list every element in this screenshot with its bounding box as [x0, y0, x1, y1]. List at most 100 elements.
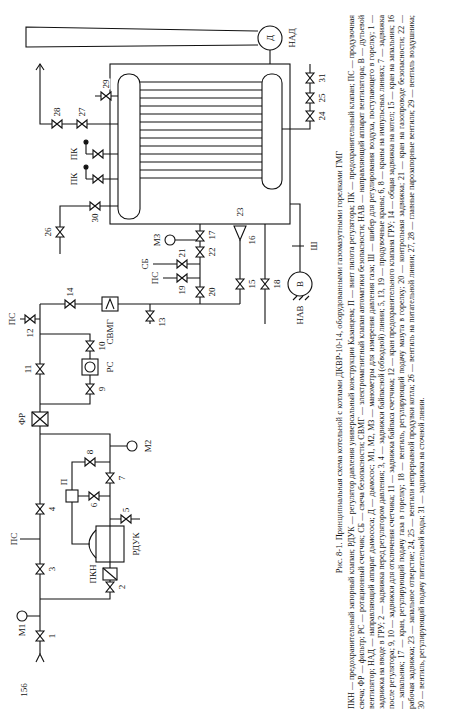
part-label: Ш	[310, 240, 319, 251]
boiler	[262, 74, 282, 189]
valve-symbol	[85, 458, 95, 466]
valve-symbol	[86, 384, 94, 394]
page-number: 156	[20, 682, 29, 698]
gas-pipeline	[20, 224, 265, 654]
part-label: МЗ	[153, 233, 162, 248]
valve-symbol	[106, 582, 114, 592]
filter-and-meter	[32, 412, 48, 426]
figure-title: Рис. 8-1. Принципиальная схема котельной…	[334, 15, 344, 709]
boiler-tubes	[140, 169, 262, 170]
figure-caption: ПКН — предохранительный запорный клапан;…	[347, 15, 427, 709]
boiler	[110, 64, 290, 224]
valve-symbol	[52, 120, 62, 128]
part-label: ПК	[70, 147, 79, 162]
valve-symbol	[121, 515, 131, 523]
part-label: ПК	[70, 172, 79, 187]
part-label: СВМГ	[106, 318, 115, 345]
callout-number: 28	[53, 107, 62, 118]
part-label: Д	[266, 34, 275, 42]
valve-symbol	[306, 93, 314, 103]
pressure-gauge	[165, 235, 175, 245]
valve-symbol	[196, 287, 204, 297]
blower-fan	[288, 272, 312, 296]
valve-symbol	[196, 231, 204, 241]
pressure-regulator	[103, 568, 117, 580]
smoke-exhauster	[26, 26, 282, 64]
pressure-gauge	[17, 611, 27, 621]
callout-number: 4	[48, 506, 57, 513]
filter-and-meter	[32, 412, 48, 426]
valve-symbol	[65, 300, 75, 308]
callout-number: 2	[118, 584, 127, 591]
callout-number: 9	[98, 386, 107, 393]
valve-symbol	[56, 227, 64, 237]
callout-number: 31	[318, 73, 327, 84]
pressure-gauge	[17, 235, 175, 621]
boiler-tubes	[140, 97, 262, 98]
part-label: СБ	[141, 257, 150, 270]
callout-number: 7	[118, 475, 127, 482]
part-label: М2	[144, 439, 153, 454]
callout-number: 27	[78, 107, 87, 118]
boiler-tubes	[140, 145, 262, 146]
filter-and-meter	[32, 359, 98, 426]
part-label: В	[296, 280, 305, 288]
part-label: П	[60, 478, 69, 487]
solenoid-valve	[106, 299, 114, 309]
steam-and-water-lines	[36, 64, 86, 179]
valve-symbol	[261, 279, 269, 289]
boiler	[110, 64, 290, 224]
smoke-exhauster	[269, 50, 270, 64]
callout-number: 22	[208, 247, 217, 258]
steam-and-water-lines	[36, 64, 310, 254]
valve-symbol	[36, 364, 44, 374]
gas-pipeline	[20, 224, 265, 662]
callout-number: 20	[208, 287, 217, 298]
boiler-tubes	[140, 81, 262, 82]
blower-fan	[288, 204, 312, 300]
callout-number: 13	[158, 317, 167, 328]
callout-number: 23	[236, 207, 245, 218]
steam-and-water-lines	[84, 165, 88, 169]
callout-number: 3	[48, 566, 57, 573]
smoke-exhauster	[26, 27, 258, 47]
part-label: М1	[18, 623, 27, 638]
part-label: ФР	[18, 412, 27, 426]
valve-symbol	[25, 315, 35, 323]
part-label: ПС	[10, 532, 19, 547]
part-label: РС	[106, 360, 115, 373]
boiler-tubes	[140, 113, 262, 114]
pressure-regulator	[89, 526, 110, 562]
valve-symbol	[90, 202, 100, 210]
valve-symbol	[196, 247, 204, 257]
steam-and-water-lines	[84, 140, 88, 144]
callout-number: 15	[248, 279, 257, 290]
part-label: НАВ	[296, 304, 305, 325]
part-label: ПС	[151, 271, 160, 286]
solenoid-valve	[102, 297, 118, 311]
callout-number: 21	[178, 248, 187, 259]
valve-symbol	[177, 260, 187, 268]
boiler-tubes	[140, 121, 262, 122]
boiler-tubes	[140, 105, 262, 106]
boiler-tubes	[140, 129, 262, 130]
solenoid-valve	[102, 297, 118, 311]
valve-symbol	[36, 504, 44, 514]
part-label: ПКН	[89, 563, 98, 584]
callout-number: 19	[178, 285, 187, 296]
valve-symbol	[25, 73, 314, 641]
callout-number: 24	[318, 111, 327, 122]
boiler	[118, 74, 140, 219]
part-label: РДУК	[132, 532, 141, 557]
filter-and-meter	[82, 359, 98, 375]
callout-number: 29	[102, 79, 111, 90]
valve-symbol	[146, 311, 154, 321]
valve-symbol	[101, 92, 111, 100]
callout-number: 8	[86, 449, 95, 456]
part-label: ПС	[8, 312, 17, 327]
callout-number: 6	[90, 502, 99, 509]
part-label: НАД	[288, 27, 297, 48]
valve-symbol	[306, 73, 314, 83]
valve-symbol	[36, 564, 44, 574]
